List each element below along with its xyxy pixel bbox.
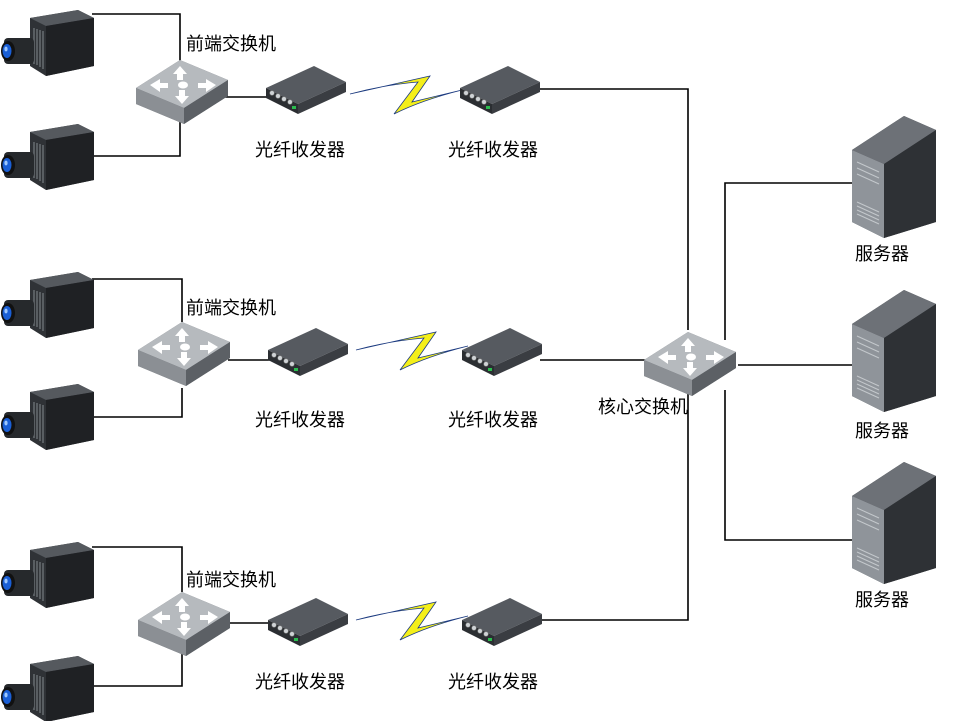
lightning-icon bbox=[355, 601, 469, 641]
transceiver-label: 光纤收发器 bbox=[255, 140, 345, 161]
switch-icon bbox=[138, 592, 230, 656]
transceiver-icon bbox=[461, 327, 543, 377]
camera-icon bbox=[0, 9, 95, 77]
camera-icon bbox=[0, 383, 95, 451]
branch-3: 前端交换机 光纤收发器 光纤收发器 bbox=[0, 541, 543, 721]
switch-icon bbox=[138, 322, 230, 386]
branch-2: 前端交换机 光纤收发器 光纤收发器 bbox=[0, 271, 543, 451]
transceiver-label: 光纤收发器 bbox=[448, 140, 538, 161]
front-switch-label: 前端交换机 bbox=[186, 34, 276, 55]
core-switch: 核心交换机 bbox=[598, 332, 736, 418]
front-switch-label: 前端交换机 bbox=[186, 570, 276, 591]
server-label: 服务器 bbox=[855, 590, 909, 611]
transceiver-label: 光纤收发器 bbox=[255, 672, 345, 693]
connections bbox=[92, 13, 855, 687]
lightning-icon bbox=[355, 331, 469, 371]
servers: 服务器 服务器 服务器 bbox=[851, 115, 937, 611]
server-icon bbox=[851, 115, 937, 239]
server-icon bbox=[851, 289, 937, 413]
transceiver-icon bbox=[267, 327, 349, 377]
transceiver-label: 光纤收发器 bbox=[448, 410, 538, 431]
core-switch-label: 核心交换机 bbox=[598, 397, 688, 418]
camera-icon bbox=[0, 541, 95, 609]
transceiver-icon bbox=[461, 597, 543, 647]
server-label: 服务器 bbox=[855, 244, 909, 265]
transceiver-icon bbox=[265, 65, 347, 115]
switch-icon bbox=[136, 60, 228, 124]
transceiver-label: 光纤收发器 bbox=[255, 410, 345, 431]
transceiver-label: 光纤收发器 bbox=[448, 672, 538, 693]
server-icon bbox=[851, 461, 937, 585]
branch-1: 前端交换机 光纤收发器 光纤收发器 bbox=[0, 9, 541, 191]
camera-icon bbox=[0, 655, 95, 721]
transceiver-icon bbox=[267, 597, 349, 647]
transceiver-icon bbox=[459, 65, 541, 115]
server-label: 服务器 bbox=[855, 421, 909, 442]
front-switch-label: 前端交换机 bbox=[186, 298, 276, 319]
camera-icon bbox=[0, 271, 95, 339]
switch-icon bbox=[644, 332, 736, 396]
lightning-icon bbox=[349, 75, 463, 115]
camera-icon bbox=[0, 123, 95, 191]
